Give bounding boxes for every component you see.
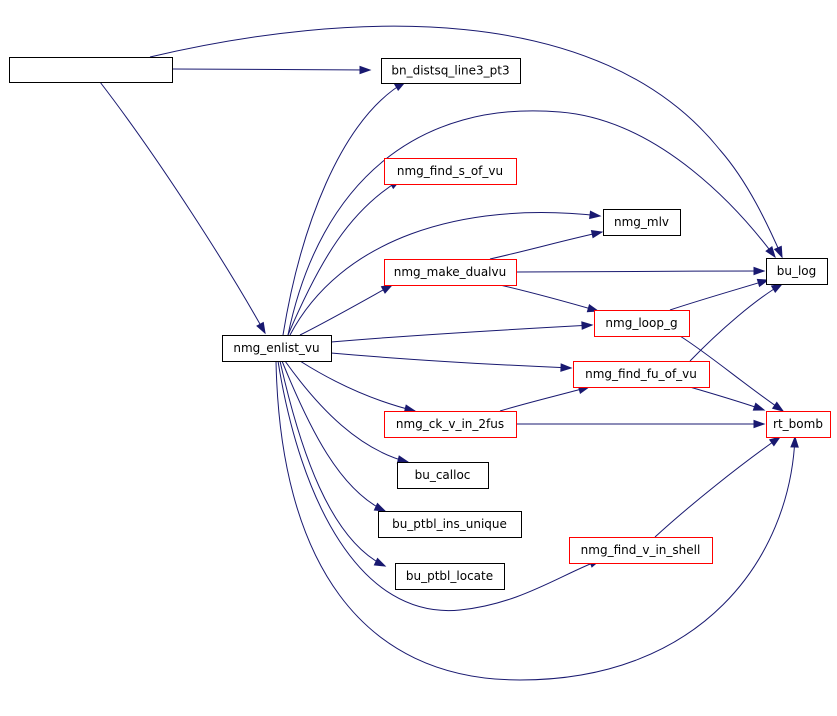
arrowhead-nmg_loop_g-to-bu_log [756,278,770,288]
node-nmg_find_v_in_shell[interactable]: nmg_find_v_in_shell [569,537,713,564]
node-nmg_loop_g[interactable]: nmg_loop_g [594,310,690,337]
arrowhead-nmg_isect_line2_vertex2-to-bu_log [773,245,783,259]
arrowhead-nmg_enlist_vu-to-bu_log [765,246,776,259]
node-label-nmg_enlist_vu: nmg_enlist_vu [233,341,319,355]
arrowhead-nmg_find_fu_of_vu-to-rt_bomb [752,402,766,411]
arrowhead-nmg_isect_line2_vertex2-to-bn_distsq_line3_pt3 [359,65,372,75]
node-label-nmg_mlv: nmg_mlv [614,215,669,229]
node-bu_ptbl_locate[interactable]: bu_ptbl_locate [395,563,505,590]
arrowhead-nmg_make_dualvu-to-bu_log [753,266,766,276]
node-box-bu_log [766,258,828,285]
arrowhead-nmg_make_dualvu-to-nmg_mlv [590,230,604,239]
node-nmg_make_dualvu[interactable]: nmg_make_dualvu [384,259,517,286]
edge-nmg_loop_g-to-bu_log [669,279,769,311]
node-box-bu_ptbl_locate [395,563,505,590]
edge-nmg_enlist_vu-to-bu_calloc [284,360,409,463]
node-rt_bomb[interactable]: rt_bomb [766,411,831,438]
node-box-rt_bomb [766,411,831,438]
edge-nmg_enlist_vu-to-nmg_ck_v_in_2fus [299,360,416,412]
node-box-nmg_enlist_vu [222,335,332,362]
edge-nmg_find_v_in_shell-to-rt_bomb [654,436,781,538]
arrowhead-nmg_enlist_vu-to-bu_ptbl_ins_unique [373,502,387,512]
node-label-rt_bomb: rt_bomb [773,417,823,431]
arrowhead-nmg_ck_v_in_2fus-to-rt_bomb [753,419,766,429]
edge-nmg_enlist_vu-to-nmg_make_dualvu [299,284,393,336]
edge-nmg_enlist_vu-to-bu_ptbl_ins_unique [281,360,386,512]
node-bu_ptbl_ins_unique[interactable]: bu_ptbl_ins_unique [378,511,522,538]
arrowhead-nmg_isect_line2_vertex2-to-nmg_enlist_vu [256,321,266,335]
node-label-nmg_isect_line2_vertex2: nmg_isect_line2_vertex2 [16,63,165,77]
node-box-nmg_find_v_in_shell [569,537,713,564]
edge-nmg_isect_line2_vertex2-to-bu_log [149,25,783,258]
node-label-nmg_find_v_in_shell: nmg_find_v_in_shell [581,543,701,557]
node-label-nmg_loop_g: nmg_loop_g [605,316,677,330]
edge-nmg_make_dualvu-to-nmg_mlv [489,231,603,260]
node-box-bn_distsq_line3_pt3 [381,58,521,84]
node-label-nmg_find_fu_of_vu: nmg_find_fu_of_vu [585,367,697,381]
arrowhead-nmg_enlist_vu-to-nmg_mlv [589,210,602,220]
node-label-nmg_ck_v_in_2fus: nmg_ck_v_in_2fus [396,417,504,431]
edge-nmg_enlist_vu-to-bu_log [287,110,776,336]
arrowhead-nmg_enlist_vu-to-nmg_make_dualvu [380,284,394,294]
node-label-bu_calloc: bu_calloc [415,468,471,482]
arrowhead-nmg_enlist_vu-to-rt_bomb [790,435,799,448]
arrowhead-nmg_enlist_vu-to-bu_ptbl_locate [373,557,387,567]
node-box-nmg_mlv [603,209,681,236]
edge-nmg_isect_line2_vertex2-to-bn_distsq_line3_pt3 [171,68,371,71]
node-label-bu_log: bu_log [777,264,817,278]
node-box-nmg_find_s_of_vu [384,158,517,185]
node-bu_log[interactable]: bu_log [766,258,828,285]
arrowhead-nmg_find_fu_of_vu-to-bu_log [770,283,784,294]
arrowhead-nmg_make_dualvu-to-nmg_loop_g [586,303,600,313]
node-nmg_find_fu_of_vu[interactable]: nmg_find_fu_of_vu [573,361,710,388]
node-nmg_ck_v_in_2fus[interactable]: nmg_ck_v_in_2fus [384,411,517,438]
node-box-nmg_isect_line2_vertex2 [9,57,173,83]
node-bu_calloc[interactable]: bu_calloc [397,462,489,489]
edge-nmg_enlist_vu-to-rt_bomb [275,360,796,681]
edge-nmg_isect_line2_vertex2-to-nmg_enlist_vu [99,81,266,334]
node-label-bn_distsq_line3_pt3: bn_distsq_line3_pt3 [391,64,509,78]
edge-nmg_make_dualvu-to-nmg_loop_g [499,284,599,312]
edge-nmg_enlist_vu-to-nmg_find_fu_of_vu [330,352,572,369]
node-box-nmg_loop_g [594,310,690,337]
edge-nmg_make_dualvu-to-bu_log [515,270,765,273]
arrowhead-nmg_enlist_vu-to-nmg_find_fu_of_vu [560,363,573,372]
node-nmg_isect_line2_vertex2[interactable]: nmg_isect_line2_vertex2 [9,57,173,83]
edge-nmg_enlist_vu-to-nmg_mlv [289,212,601,336]
node-label-bu_ptbl_ins_unique: bu_ptbl_ins_unique [392,517,507,531]
edge-nmg_loop_g-to-rt_bomb [679,335,784,412]
node-nmg_mlv[interactable]: nmg_mlv [603,209,681,236]
nodes-layer: nmg_isect_line2_vertex2 bn_distsq_line3_p… [9,57,831,590]
node-box-nmg_make_dualvu [384,259,517,286]
node-box-nmg_find_fu_of_vu [573,361,710,388]
node-bn_distsq_line3_pt3[interactable]: bn_distsq_line3_pt3 [381,58,521,84]
edge-nmg_enlist_vu-to-nmg_loop_g [330,324,593,343]
arrowhead-nmg_loop_g-to-rt_bomb [771,401,785,412]
edge-nmg_enlist_vu-to-nmg_find_s_of_vu [287,179,401,336]
arrowhead-nmg_enlist_vu-to-nmg_loop_g [581,321,594,330]
edges-layer [99,25,799,681]
node-label-bu_ptbl_locate: bu_ptbl_locate [406,569,493,583]
edge-nmg_find_fu_of_vu-to-bu_log [689,283,783,362]
node-nmg_find_s_of_vu[interactable]: nmg_find_s_of_vu [384,158,517,185]
node-label-nmg_find_s_of_vu: nmg_find_s_of_vu [397,164,503,178]
edge-nmg_find_fu_of_vu-to-rt_bomb [689,386,765,411]
node-box-nmg_ck_v_in_2fus [384,411,517,438]
arrowhead-nmg_find_v_in_shell-to-rt_bomb [768,436,782,447]
node-label-nmg_make_dualvu: nmg_make_dualvu [394,265,506,279]
edge-nmg_enlist_vu-to-nmg_find_v_in_shell [277,360,601,612]
edge-nmg_ck_v_in_2fus-to-nmg_find_fu_of_vu [499,386,590,412]
node-box-bu_ptbl_ins_unique [378,511,522,538]
node-box-bu_calloc [397,462,489,489]
edge-nmg_enlist_vu-to-bn_distsq_line3_pt3 [282,81,406,336]
node-nmg_enlist_vu[interactable]: nmg_enlist_vu [222,335,332,362]
edge-nmg_enlist_vu-to-bu_ptbl_locate [279,360,386,567]
